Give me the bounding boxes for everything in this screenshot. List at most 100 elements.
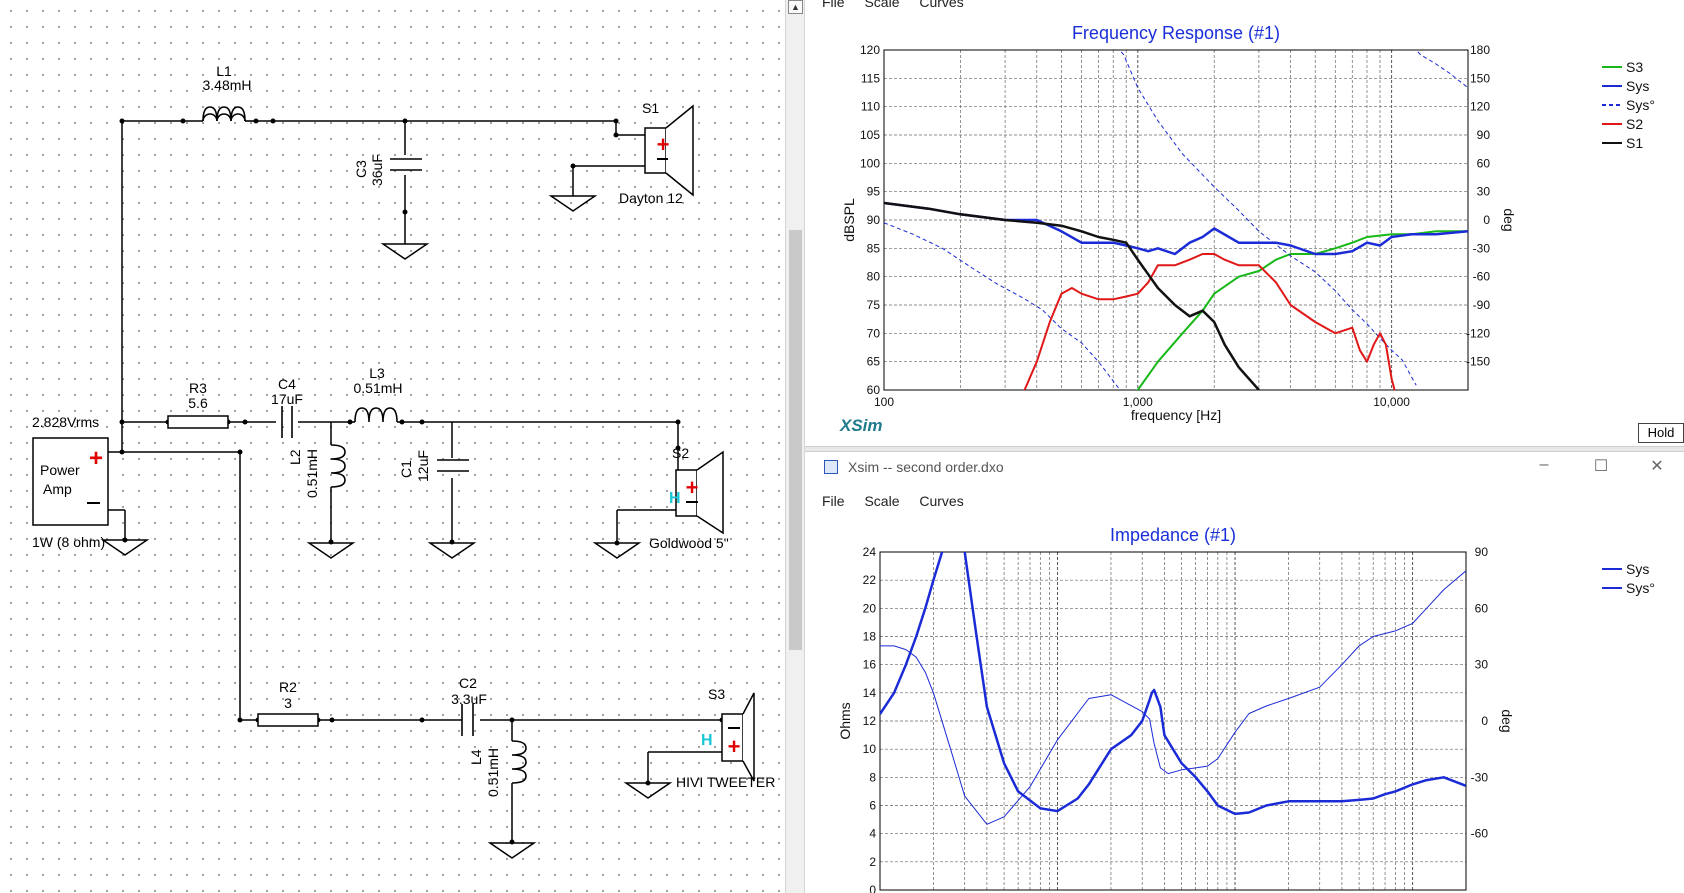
series-line-Sys° xyxy=(884,222,1119,389)
schematic-scrollbar[interactable]: ▲ xyxy=(785,0,805,893)
y-tick-label: 14 xyxy=(863,686,877,700)
impedance-chart[interactable]: 024681012141618202224-60-300306090Impeda… xyxy=(812,452,1684,893)
y2-tick-label: 0 xyxy=(1481,714,1488,728)
c1-name: C1 xyxy=(398,460,414,478)
legend-label: S3 xyxy=(1626,59,1643,75)
x-tick-label: 100 xyxy=(874,395,894,409)
amp-name-2: Amp xyxy=(43,481,72,497)
c3-name: C3 xyxy=(353,160,369,178)
y-tick-label: 12 xyxy=(863,714,877,728)
series-line-Sys xyxy=(880,552,1466,816)
resistor-r3[interactable] xyxy=(167,415,229,429)
series-line-S3 xyxy=(1136,230,1468,390)
x-tick-label: 1,000 xyxy=(1123,395,1153,409)
series-line-Sys° xyxy=(1417,51,1468,89)
c2-value: 3.3uF xyxy=(451,691,487,707)
power-amp[interactable] xyxy=(32,437,109,526)
hold-button[interactable]: Hold xyxy=(1638,423,1684,443)
capacitor-c4[interactable] xyxy=(281,406,293,438)
menu-scale-2[interactable]: Scale xyxy=(864,493,900,509)
schematic-canvas[interactable]: L1 3.48mH C3 36uF + S1 Dayton 12 + Power… xyxy=(0,0,785,893)
y-tick-label: 6 xyxy=(869,799,876,813)
y-tick-label: 65 xyxy=(867,355,881,369)
y-tick-label: 22 xyxy=(863,573,877,587)
l4-value: 0.51mH xyxy=(485,748,501,797)
s2-name: S2 xyxy=(672,445,689,461)
s2-polarity-icon: H xyxy=(669,490,681,507)
scroll-thumb[interactable] xyxy=(789,230,802,650)
y2-axis-label: deg xyxy=(1501,208,1517,231)
menu-file[interactable]: File xyxy=(822,0,845,10)
s2-label: Goldwood 5" xyxy=(649,535,729,551)
y2-tick-label: 30 xyxy=(1475,658,1489,672)
ground-symbols xyxy=(100,195,673,859)
inductor-l4[interactable] xyxy=(511,740,527,784)
maximize-icon[interactable]: ☐ xyxy=(1593,458,1609,475)
resistor-r2[interactable] xyxy=(257,713,319,727)
l1-value: 3.48mH xyxy=(202,77,251,93)
y-tick-label: 70 xyxy=(867,326,881,340)
l3-value: 0.51mH xyxy=(353,380,402,396)
window-title: Xsim -- second order.dxo xyxy=(848,459,1004,475)
inductor-l3[interactable] xyxy=(354,407,398,423)
y-tick-label: 2 xyxy=(869,855,876,869)
inductor-l2[interactable] xyxy=(330,444,346,488)
legend-label: Sys° xyxy=(1626,97,1655,113)
window-separator xyxy=(805,446,1684,452)
speaker-s1[interactable] xyxy=(644,104,694,197)
frequency-response-chart[interactable]: 6065707580859095100105110115120-150-120-… xyxy=(812,0,1684,446)
menu-scale[interactable]: Scale xyxy=(864,0,900,10)
y2-tick-label: 150 xyxy=(1470,71,1490,85)
plot-frame xyxy=(879,551,1467,891)
capacitor-c3[interactable] xyxy=(390,158,422,171)
menu-curves[interactable]: Curves xyxy=(919,0,964,10)
scroll-up-icon[interactable]: ▲ xyxy=(788,0,803,14)
y2-tick-label: -30 xyxy=(1471,770,1489,784)
l2-name: L2 xyxy=(287,449,303,465)
l3-name: L3 xyxy=(369,365,385,381)
speaker-s3[interactable] xyxy=(721,692,755,782)
legend-label: Sys xyxy=(1626,78,1649,94)
bottom-titlebar[interactable]: Xsim -- second order.dxo – ☐ ✕ xyxy=(812,452,1684,482)
y-tick-label: 105 xyxy=(860,128,880,142)
r2-name: R2 xyxy=(279,679,297,695)
amp-voltage: 2.828Vrms xyxy=(32,414,99,430)
speaker-s2[interactable] xyxy=(675,450,724,535)
amp-name-1: Power xyxy=(40,462,80,478)
minimize-icon[interactable]: – xyxy=(1539,456,1549,473)
y-tick-label: 100 xyxy=(860,156,880,170)
amp-plus-icon: + xyxy=(89,445,103,472)
y2-tick-label: -30 xyxy=(1473,241,1491,255)
s1-label: Dayton 12 xyxy=(619,190,683,206)
inductor-l1[interactable] xyxy=(183,106,256,122)
app-icon xyxy=(824,460,838,474)
close-icon[interactable]: ✕ xyxy=(1650,458,1664,475)
y2-tick-label: -60 xyxy=(1471,827,1489,841)
y2-tick-label: 180 xyxy=(1470,43,1490,57)
series-line-Sys° xyxy=(1120,51,1417,386)
s1-name: S1 xyxy=(642,100,659,116)
schematic-svg: L1 3.48mH C3 36uF + S1 Dayton 12 + Power… xyxy=(32,63,775,859)
series-line-S1 xyxy=(884,201,1260,390)
menu-curves-2[interactable]: Curves xyxy=(919,493,964,509)
y-tick-label: 8 xyxy=(869,770,876,784)
x-axis-label: frequency [Hz] xyxy=(1131,407,1221,423)
capacitor-c1[interactable] xyxy=(437,459,469,472)
y2-tick-label: 90 xyxy=(1475,545,1489,559)
r2-value: 3 xyxy=(284,695,292,711)
top-menubar: File Scale Curves xyxy=(822,0,980,14)
y2-tick-label: 60 xyxy=(1475,601,1489,615)
capacitor-c2[interactable] xyxy=(461,704,474,736)
y-tick-label: 85 xyxy=(867,241,881,255)
y2-tick-label: -120 xyxy=(1466,326,1490,340)
y2-tick-label: -150 xyxy=(1466,355,1490,369)
s3-plus-icon: + xyxy=(728,734,741,759)
c4-name: C4 xyxy=(278,376,296,392)
x-tick-label: 10,000 xyxy=(1373,395,1410,409)
l2-value: 0.51mH xyxy=(304,449,320,498)
s3-name: S3 xyxy=(708,686,725,702)
menu-file-2[interactable]: File xyxy=(822,493,845,509)
y-axis-label: Ohms xyxy=(837,702,853,739)
r3-name: R3 xyxy=(189,380,207,396)
